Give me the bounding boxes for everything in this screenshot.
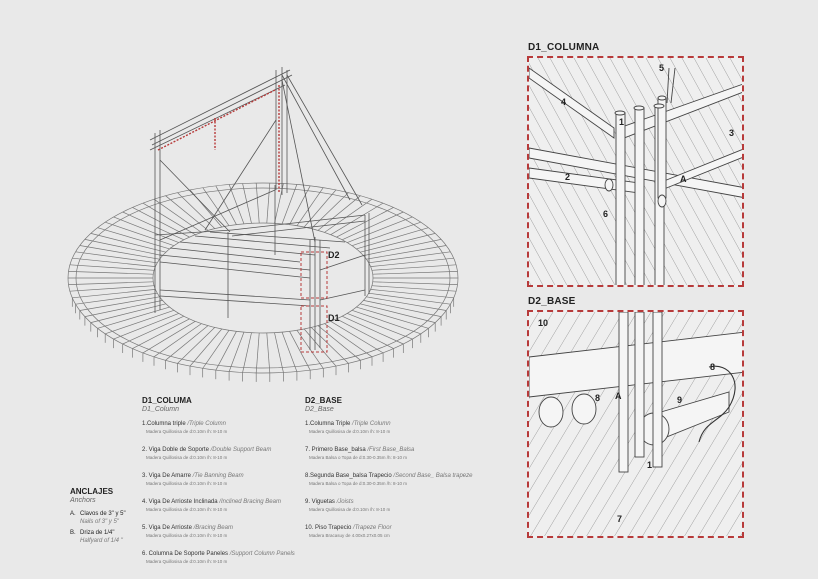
d2-callout-a: A: [615, 391, 622, 401]
marker-label-d1: D1: [328, 313, 340, 323]
legend-d1-title: D1_COLUMA: [142, 396, 192, 405]
legend-d2-subtitle: D2_Base: [305, 406, 334, 413]
anchors-subtitle: Anchors: [70, 497, 96, 504]
d1-callout-1: 1: [619, 117, 625, 127]
d2-callout-9: 9: [677, 395, 683, 405]
legend-item: 6. Columna De Soporte Paneles /Support C…: [142, 551, 295, 564]
legend-item: 4. Viga De Arrioste Inclinada /Inclined …: [142, 499, 281, 512]
legend-d2-title: D2_BASE: [305, 396, 342, 405]
d1-callout-a: A: [680, 174, 687, 184]
legend-item: 8.Segunda Base_balsa Trapecio /Second Ba…: [305, 473, 473, 486]
d1-detail-drawing: [529, 58, 742, 285]
anchor-item: B.Driza de 1/4"Halfyard of 1/4 ": [70, 530, 123, 544]
d2-callout-10: 10: [538, 318, 549, 328]
d2-detail-title: D2_BASE: [528, 296, 576, 307]
d1-detail-frame: [527, 56, 744, 287]
d1-detail-title: D1_COLUMNA: [528, 42, 600, 53]
d2-detail-drawing: [529, 312, 742, 536]
d2-callout-8-right: 8: [710, 362, 716, 372]
legend-d1-subtitle: D1_Column: [142, 406, 179, 413]
d1-callout-5: 5: [659, 63, 665, 73]
legend-item: 2. Viga Doble de Soporte /Double Support…: [142, 447, 272, 460]
hanging-ropes: [157, 85, 280, 192]
circular-platform: [67, 182, 459, 382]
detail-markers: [300, 251, 328, 353]
d1-callout-3: 3: [729, 128, 735, 138]
d2-callout-1: 1: [647, 460, 653, 470]
anchors-list: A.Clavos de 3" y 5"Nails of 3" y 5" B.Dr…: [70, 510, 140, 548]
d1-callout-6: 6: [603, 209, 609, 219]
anchor-item: A.Clavos de 3" y 5"Nails of 3" y 5": [70, 511, 126, 525]
d2-callout-7: 7: [617, 514, 623, 524]
d2-detail-frame: [527, 310, 744, 538]
d1-callout-2: 2: [565, 172, 571, 182]
d2-callout-8-left: 8: [595, 393, 601, 403]
frame-structure: [149, 67, 370, 350]
anchors-title: ANCLAJES: [70, 487, 114, 496]
marker-label-d2: D2: [328, 250, 340, 260]
d1-callout-4: 4: [561, 97, 567, 107]
